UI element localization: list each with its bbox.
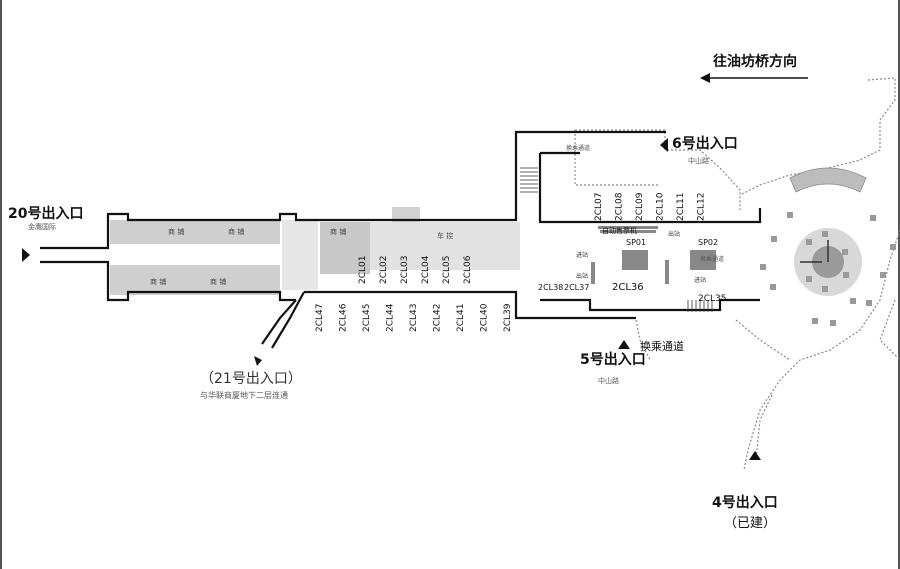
store-code-2cl03: 2CL03 — [400, 256, 410, 284]
store-code-2cl07: 2CL07 — [594, 193, 604, 221]
shop-label: 商 铺 — [210, 277, 226, 286]
exit-label: 出站 — [576, 272, 588, 280]
exit-6-sub: 中山路 — [688, 156, 709, 165]
store-code-2cl04: 2CL04 — [421, 255, 431, 284]
exit-label-2: 出站 — [668, 230, 680, 238]
exit-20-name: 20号出入口 — [8, 205, 83, 222]
stores-bottom-row: 2CL47 2CL46 2CL45 2CL44 2CL43 2CL42 2CL41 2CL40… — [315, 303, 513, 332]
store-code-2cl41: 2CL41 — [456, 304, 466, 332]
store-code-2cl44: 2CL44 — [386, 303, 396, 332]
store-code-2cl40: 2CL40 — [480, 303, 490, 332]
store-code-2cl01: 2CL01 — [358, 256, 368, 284]
shop-label: 商 铺 — [330, 227, 346, 236]
exit-4-arrow-icon — [749, 451, 761, 460]
shop-label: 商 铺 — [150, 277, 166, 286]
entry-label: 进站 — [576, 251, 588, 259]
store-code-2cl09: 2CL09 — [635, 192, 645, 221]
transfer-small-label: 换乘通道 — [566, 144, 590, 152]
store-code-2cl06: 2CL06 — [463, 255, 473, 284]
exit-6-arrow-icon — [660, 138, 668, 152]
exit-20-sub: 金鹰国际 — [28, 222, 56, 231]
store-code-2cl05: 2CL05 — [442, 256, 452, 284]
stores-top-row: 2CL01 2CL02 2CL03 2CL04 2CL05 2CL06 — [358, 255, 473, 284]
direction-arrow-icon — [700, 73, 808, 83]
store-code-2cl47: 2CL47 — [315, 304, 325, 332]
right-frame-line — [898, 0, 900, 569]
shop-label: 商 铺 — [228, 227, 244, 236]
left-frame-line — [0, 0, 2, 569]
store-2cl37: 2CL37 — [564, 283, 589, 292]
concourse-fill — [110, 207, 520, 295]
parking-label: 车 控 — [437, 231, 453, 240]
store-code-2cl46: 2CL46 — [339, 303, 349, 332]
sp02-label: SP02 — [698, 238, 718, 247]
plaza-shelter — [789, 167, 867, 193]
transfer-label: 换乘通道 — [640, 339, 684, 353]
sp01-label: SP01 — [626, 238, 646, 247]
store-code-2cl42: 2CL42 — [433, 304, 443, 332]
store-code-2cl02: 2CL02 — [379, 256, 389, 284]
store-code-2cl43: 2CL43 — [409, 304, 419, 332]
store-code-2cl08: 2CL08 — [615, 192, 625, 221]
exit-21-arrow-icon — [254, 356, 262, 366]
store-code-2cl45: 2CL45 — [362, 304, 372, 332]
store-2cl35: 2CL35 — [698, 294, 726, 304]
exit-6-name: 6号出入口 — [672, 135, 738, 152]
stairs — [520, 167, 713, 312]
ticket-machine-label: 自动售票机 — [602, 226, 637, 235]
exit-21-name: （21号出入口） — [200, 371, 302, 387]
stores-top-right-row: 2CL07 2CL08 2CL09 2CL10 2CL11 2CL12 — [594, 192, 707, 221]
exit-5-name: 5号出入口 — [580, 351, 646, 368]
fare-gates — [591, 226, 716, 284]
plaza-circle — [794, 228, 862, 296]
store-code-2cl10: 2CL10 — [656, 192, 666, 221]
store-code-2cl39: 2CL39 — [503, 303, 513, 332]
plaza-pillars — [760, 212, 896, 326]
exit-20-arrow-icon — [22, 248, 30, 262]
store-code-2cl11: 2CL11 — [676, 193, 686, 221]
concourse-walls — [40, 130, 762, 349]
exit-5-arrow-icon — [618, 340, 630, 349]
entry-label-2: 进站 — [694, 276, 706, 284]
transfer-small-label-2: 换乘通道 — [700, 255, 724, 263]
exit-21-sub: 与华联商厦地下二层连通 — [200, 390, 288, 400]
store-2cl36: 2CL36 — [612, 282, 644, 293]
store-2cl38: 2CL38 — [538, 283, 563, 292]
shop-label: 商 铺 — [168, 227, 184, 236]
exit-5-sub: 中山路 — [598, 376, 619, 385]
store-code-2cl12: 2CL12 — [697, 193, 707, 221]
exit-4-sub: （已建） — [724, 516, 776, 531]
exit-4-name: 4号出入口 — [712, 494, 778, 511]
plaza-outline — [574, 77, 900, 471]
direction-label: 往油坊桥方向 — [713, 53, 797, 70]
